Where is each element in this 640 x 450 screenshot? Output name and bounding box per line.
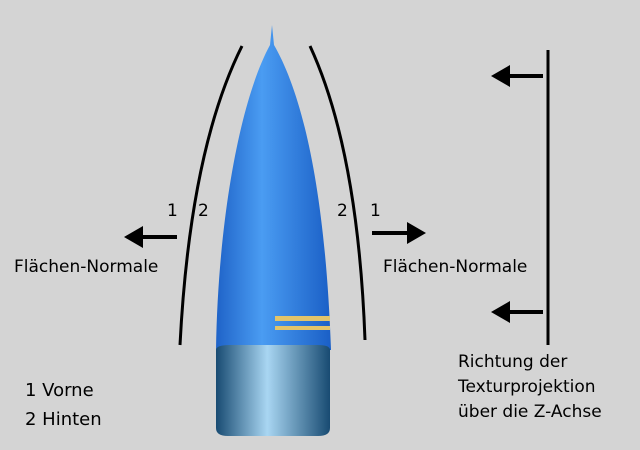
arrow-right-normal-icon bbox=[372, 222, 426, 244]
front-back-arc-left bbox=[178, 45, 244, 346]
legend-item-front: 1 Vorne bbox=[25, 380, 94, 401]
projection-line-3: über die Z-Achse bbox=[458, 402, 602, 422]
tube-image bbox=[216, 25, 331, 436]
projection-line-2: Texturprojektion bbox=[458, 377, 596, 397]
left-normal-label: Flächen-Normale bbox=[14, 257, 159, 277]
left-label-2: 2 bbox=[198, 201, 209, 221]
legend-item-back: 2 Hinten bbox=[25, 409, 102, 430]
arrow-left-normal-icon bbox=[124, 226, 177, 248]
projection-arrow-top-icon bbox=[491, 65, 543, 87]
projection-arrow-bottom-icon bbox=[491, 301, 543, 323]
right-label-1: 1 bbox=[370, 201, 381, 221]
projection-line-1: Richtung der bbox=[458, 352, 568, 372]
right-normal-label: Flächen-Normale bbox=[383, 257, 528, 277]
front-back-arc-right bbox=[308, 45, 367, 341]
left-label-1: 1 bbox=[167, 201, 178, 221]
right-label-2: 2 bbox=[337, 201, 348, 221]
